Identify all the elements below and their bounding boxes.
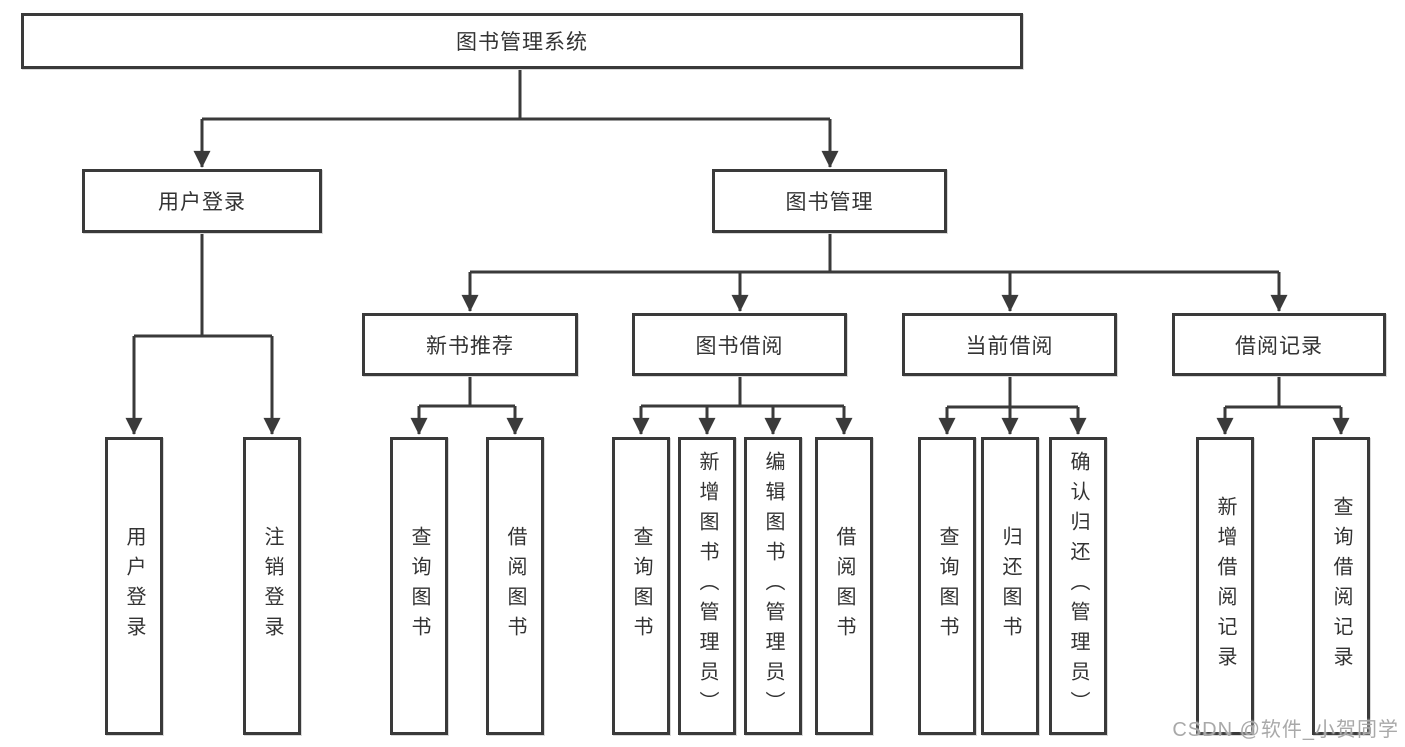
node-leaf-query-books-borrow: 查询图书 — [612, 437, 670, 735]
node-leaf-add-borrow-record: 新增借阅记录 — [1196, 437, 1254, 735]
node-user-login-module: 用户登录 — [82, 169, 322, 233]
node-book-management-module: 图书管理 — [712, 169, 947, 233]
node-new-book-recommendation: 新书推荐 — [362, 313, 578, 376]
node-leaf-query-borrow-record: 查询借阅记录 — [1312, 437, 1370, 735]
node-current-borrowing: 当前借阅 — [902, 313, 1117, 376]
node-leaf-return-books: 归还图书 — [981, 437, 1039, 735]
node-leaf-add-books-admin: 新增图书（管理员） — [678, 437, 736, 735]
csdn-watermark: CSDN @软件_小贺同学 — [1172, 719, 1399, 741]
node-borrowing-records: 借阅记录 — [1172, 313, 1386, 376]
node-leaf-user-login: 用户登录 — [105, 437, 163, 735]
node-leaf-logout: 注销登录 — [243, 437, 301, 735]
node-leaf-borrow-books: 借阅图书 — [815, 437, 873, 735]
node-leaf-borrow-books-recommend: 借阅图书 — [486, 437, 544, 735]
node-book-borrowing: 图书借阅 — [632, 313, 847, 376]
node-root-system: 图书管理系统 — [21, 13, 1023, 69]
node-leaf-query-books-recommend: 查询图书 — [390, 437, 448, 735]
node-leaf-query-books-current: 查询图书 — [918, 437, 976, 735]
node-leaf-confirm-return-admin: 确认归还（管理员） — [1049, 437, 1107, 735]
node-leaf-edit-books-admin: 编辑图书（管理员） — [744, 437, 802, 735]
